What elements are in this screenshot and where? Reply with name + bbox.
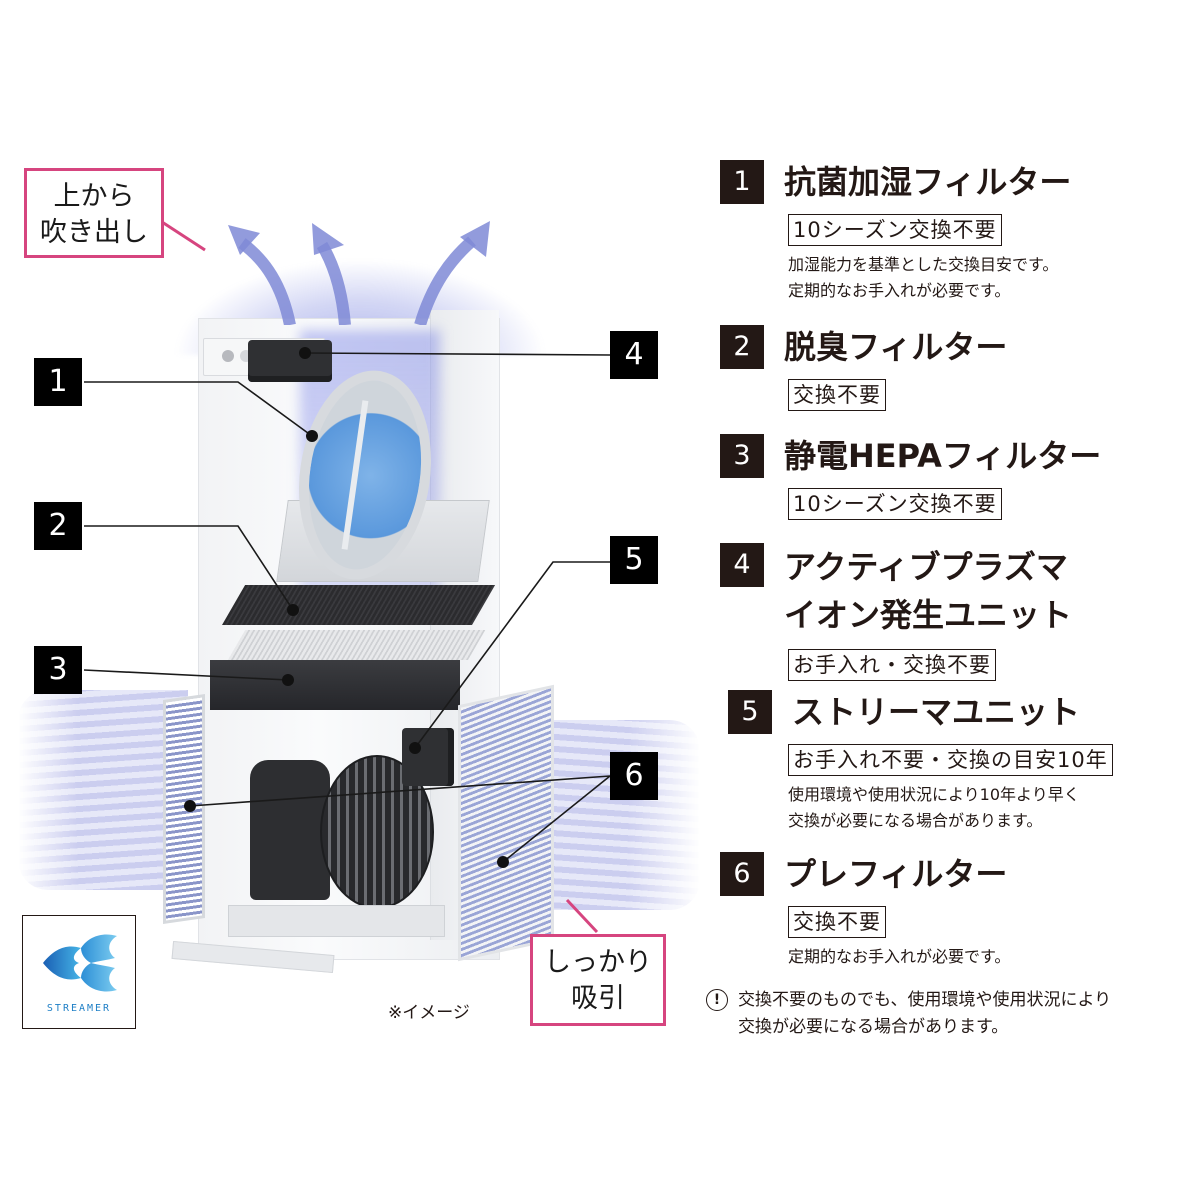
legend-desc-line: 定期的なお手入れが必要です。	[788, 281, 1011, 300]
footnote: ! 交換不要のものでも、使用環境や使用状況により 交換が必要になる場合があります…	[706, 987, 1111, 1041]
legend-item-4: 4 アクティブプラズマ イオン発生ユニット お手入れ・交換不要	[720, 543, 1114, 681]
up-arrow-icon	[410, 215, 500, 325]
exclamation-icon: !	[706, 989, 728, 1011]
callout-line: 上から	[53, 181, 135, 212]
hepa-filter-frame	[210, 660, 460, 710]
legend-title: プレフィルター	[784, 855, 1008, 893]
legend-number: 3	[720, 434, 764, 478]
legend-item-5: 5 ストリーマユニット お手入れ不要・交換の目安10年 使用環境や使用状況により…	[720, 690, 1113, 834]
legend-description: 加湿能力を基準とした交換目安です。 定期的なお手入れが必要です。	[788, 252, 1071, 304]
legend-title: 静電HEPAフィルター	[784, 437, 1102, 475]
legend-title: 脱臭フィルター	[784, 328, 1008, 366]
legend-title-line: アクティブプラズマ	[784, 548, 1068, 586]
legend-number: 6	[720, 852, 764, 896]
legend-tag: お手入れ不要・交換の目安10年	[788, 744, 1113, 776]
legend-description: 定期的なお手入れが必要です。	[788, 944, 1010, 970]
legend-item-1: 1 抗菌加湿フィルター 10シーズン交換不要 加湿能力を基準とした交換目安です。…	[720, 160, 1071, 304]
panel-button	[222, 350, 234, 362]
fan-motor-housing	[250, 760, 330, 900]
hepa-filter-surface	[228, 630, 486, 660]
legend-number: 4	[720, 543, 764, 587]
legend-number: 1	[720, 160, 764, 204]
legend-item-2: 2 脱臭フィルター 交換不要	[720, 325, 1007, 411]
streamer-logo-text: STREAMER	[46, 1003, 112, 1014]
callout-line: しっかり	[544, 947, 652, 978]
intake-callout: しっかり 吸引	[530, 934, 666, 1026]
up-arrow-icon	[220, 215, 310, 325]
callout-line: 吸引	[571, 983, 625, 1014]
top-outflow-callout: 上から 吹き出し	[24, 168, 164, 258]
legend-tag: 交換不要	[788, 906, 886, 938]
legend-number: 5	[728, 690, 772, 734]
legend-number: 2	[720, 325, 764, 369]
deodorizing-filter	[222, 585, 496, 625]
legend-title-line: イオン発生ユニット	[784, 596, 1073, 634]
diagram-badge-3: 3	[34, 646, 82, 694]
legend-title: 抗菌加湿フィルター	[784, 163, 1072, 201]
callout-line: 吹き出し	[40, 217, 148, 248]
left-intake-airflow	[18, 690, 188, 890]
legend-title: ストリーマユニット	[792, 693, 1081, 731]
streamer-logo-icon	[43, 934, 117, 992]
legend-item-3: 3 静電HEPAフィルター 10シーズン交換不要	[720, 434, 1101, 520]
legend-tag: 10シーズン交換不要	[788, 488, 1002, 520]
legend-desc-line: 定期的なお手入れが必要です。	[788, 947, 1011, 966]
diagram-badge-1: 1	[34, 358, 82, 406]
footnote-line: 交換が必要になる場合があります。	[738, 1017, 1009, 1037]
base-plate	[228, 905, 445, 937]
footnote-line: 交換不要のものでも、使用環境や使用状況により	[738, 990, 1112, 1010]
legend-desc-line: 加湿能力を基準とした交換目安です。	[788, 255, 1059, 274]
legend-item-6: 6 プレフィルター 交換不要 定期的なお手入れが必要です。	[720, 852, 1010, 970]
legend-tag: 交換不要	[788, 379, 886, 411]
plasma-ion-unit	[248, 340, 332, 382]
pre-filter-right	[458, 684, 554, 962]
diagram-badge-5: 5	[610, 536, 658, 584]
legend-title: アクティブプラズマ イオン発生ユニット	[784, 543, 1114, 639]
streamer-unit	[402, 728, 454, 786]
image-note: ※イメージ	[388, 1003, 470, 1023]
pre-filter-left	[163, 694, 205, 924]
legend-tag: 10シーズン交換不要	[788, 214, 1002, 246]
diagram-badge-2: 2	[34, 502, 82, 550]
streamer-logo: STREAMER	[22, 915, 136, 1029]
legend-desc-line: 使用環境や使用状況により10年より早く	[788, 785, 1080, 804]
diagram-badge-4: 4	[610, 331, 658, 379]
legend-description: 使用環境や使用状況により10年より早く 交換が必要になる場合があります。	[788, 782, 1113, 834]
up-arrow-icon	[300, 215, 370, 325]
legend-tag: お手入れ・交換不要	[788, 649, 996, 681]
legend-desc-line: 交換が必要になる場合があります。	[788, 811, 1043, 830]
diagram-badge-6: 6	[610, 752, 658, 800]
